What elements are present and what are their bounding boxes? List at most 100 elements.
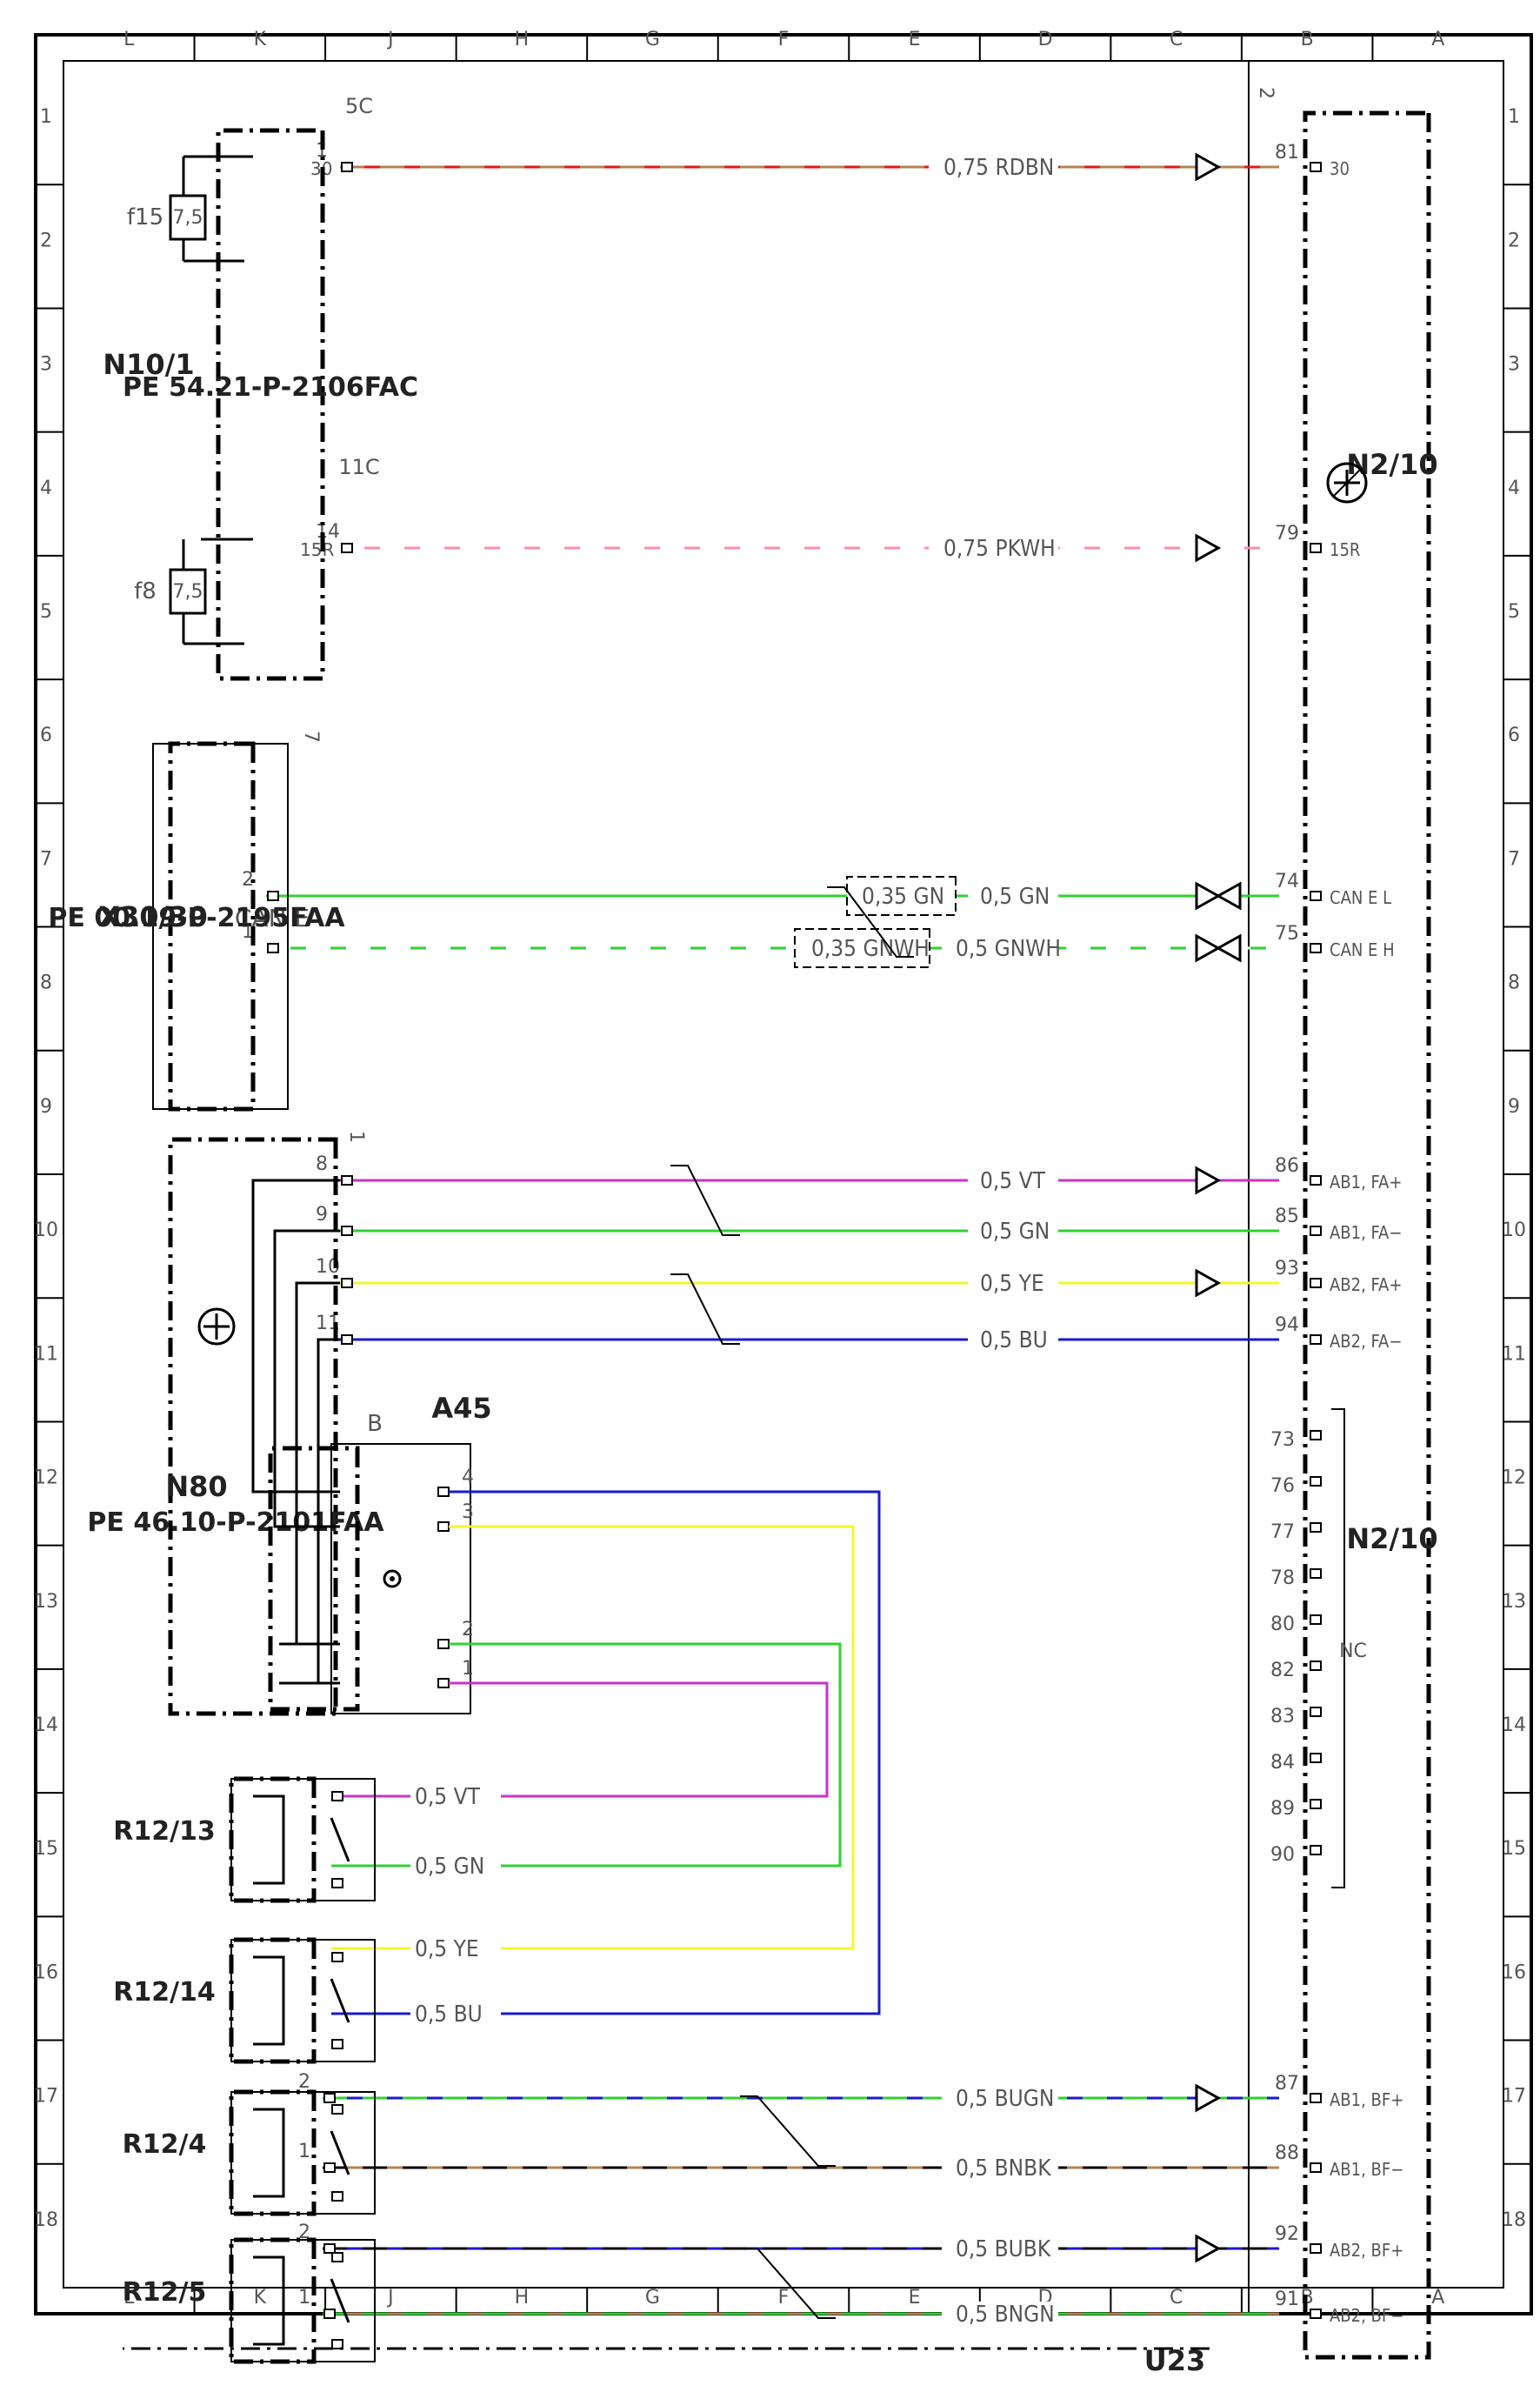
grid-row-label: 5 [40, 601, 52, 623]
grid-col-label-top: C [1170, 29, 1183, 50]
nc-label: NC [1339, 1641, 1367, 1662]
wire-arrow [1195, 933, 1222, 963]
sensor-r12-5: R12/5 [123, 2237, 376, 2364]
internal-link [317, 1338, 340, 1685]
fuse-box-n10-1: 7,5 f15 7,5 f8 N10/1 PE 54.21-P-2106FAC … [103, 94, 418, 681]
grid-row-label: 8 [40, 972, 52, 994]
sensor-switch [330, 1978, 350, 2023]
pin-number-right: 94 [1275, 1314, 1299, 1336]
wire-label-bg [942, 2155, 1058, 2180]
terminal-label: CAN E L [1330, 887, 1391, 908]
pin-internal-label: 15R [300, 539, 334, 560]
n2-10-number: 2 [1255, 87, 1277, 99]
wire-alt-label: 0,35 GNWH [811, 936, 930, 962]
grid-row-label: 4 [1508, 478, 1520, 499]
x30-30-label: X30/30 [98, 900, 207, 933]
grid-row-label: 10 [1502, 1220, 1526, 1241]
sensor-wire-label: 0,5 GN [415, 1854, 484, 1880]
grid-col-label-top: H [515, 29, 530, 50]
grid-col-label-top: D [1038, 29, 1053, 50]
airbag-symbol [1326, 462, 1368, 504]
wire-arrow [1195, 1268, 1222, 1298]
pin-socket [1310, 1175, 1322, 1186]
grid-row-label: 17 [1502, 2086, 1526, 2108]
pin-socket [1310, 543, 1322, 553]
wire-label-bg [968, 884, 1058, 908]
wire-label-bg [942, 2236, 1058, 2261]
n10-1-label: N10/1 [103, 348, 194, 381]
a45-label: A45 [431, 1392, 491, 1425]
grid-row-label: 1 [1508, 106, 1520, 128]
pin-number-left: 9 [316, 1204, 328, 1226]
terminal-label: CAN E H [1330, 939, 1395, 960]
sensor-label: R12/13 [113, 1816, 216, 1847]
pin-socket [1310, 2309, 1322, 2319]
grid-row-label: 17 [34, 2086, 58, 2108]
a45-pin-number: 4 [462, 1467, 474, 1488]
pin-socket [1310, 891, 1322, 901]
pin-number-right: 93 [1275, 1258, 1299, 1280]
nc-pin-number: 78 [1270, 1567, 1295, 1589]
sensor-wire-label: 0,5 YE [415, 1936, 479, 1962]
wire-arrow [1195, 1166, 1222, 1195]
pin-socket [1310, 162, 1322, 172]
grid-row-label: 3 [40, 354, 52, 376]
grid-col-label-bottom: L [123, 2287, 135, 2309]
terminal-label: AB1, FA− [1330, 1222, 1402, 1243]
n2-10-label-lower: N2/10 [1346, 1522, 1437, 1555]
twisted-pair-marker [670, 1165, 740, 1236]
connector-11c: 11C [338, 455, 379, 479]
pin-socket [1310, 1278, 1322, 1288]
wire-label: 0,5 YE [980, 1271, 1044, 1297]
pin-number-right: 75 [1275, 923, 1299, 945]
grid-row-label: 2 [1508, 230, 1520, 251]
sensor-wire [331, 1490, 881, 2015]
grid-col-label-bottom: C [1170, 2287, 1183, 2309]
sensor-element [253, 2108, 285, 2198]
twisted-pair-marker [827, 886, 914, 958]
pin-socket [1310, 2162, 1322, 2173]
twisted-pair-marker [740, 2248, 836, 2319]
sensor-outline [230, 2239, 376, 2362]
fuse-f8-rating: 7,5 [173, 581, 203, 603]
sensor-switch [330, 1817, 350, 1862]
n80-number: 1 [345, 1131, 367, 1143]
terminal-label: AB1, BF− [1330, 2159, 1403, 2180]
grid-row-label: 3 [1508, 354, 1520, 376]
grid-col-label-top: K [254, 29, 267, 50]
grid-row-label: 15 [1502, 1838, 1526, 1860]
twisted-pair-marker [670, 1273, 740, 1345]
grid-row-label: 14 [34, 1714, 58, 1736]
pin-number-left: 1 [298, 2287, 310, 2309]
pin-number-right: 88 [1275, 2142, 1299, 2164]
control-unit-n2-10: 2 N2/10 N2/10 [1248, 61, 1438, 2360]
wire-arrow [1195, 152, 1222, 182]
pin-socket [323, 2243, 336, 2254]
grid-row-label: 12 [34, 1467, 58, 1489]
internal-link [273, 1229, 340, 1528]
terminal-label: AB2, FA− [1330, 1331, 1402, 1352]
sensor-wire-label-bg [410, 1854, 501, 1878]
nc-pin-number: 84 [1270, 1752, 1295, 1774]
sensor-pin-socket [331, 2039, 343, 2049]
pin-number-right: 74 [1275, 871, 1299, 892]
sensor-pin-socket [331, 1952, 343, 1962]
grid-col-label-bottom: G [645, 2287, 660, 2309]
module-a45: A45 B [268, 1392, 492, 1714]
sensor-wire-label: 0,5 VT [415, 1784, 481, 1810]
sensor-harness: 0,5 VT0,5 GN0,5 YE0,5 BU [331, 1490, 881, 2028]
n80-ref: PE 46.10-P-2101FAA [87, 1507, 384, 1538]
sensor-wire [331, 1525, 855, 1950]
wire-label-bg [942, 936, 1058, 960]
grid-row-label: 11 [34, 1343, 58, 1365]
wire-arrow [1215, 881, 1242, 911]
terminal-label: AB2, FA+ [1330, 1274, 1402, 1295]
sensor-wire [331, 1681, 829, 1798]
grid-col-label-top: A [1431, 29, 1444, 50]
grid-col-label-top: E [909, 29, 921, 50]
